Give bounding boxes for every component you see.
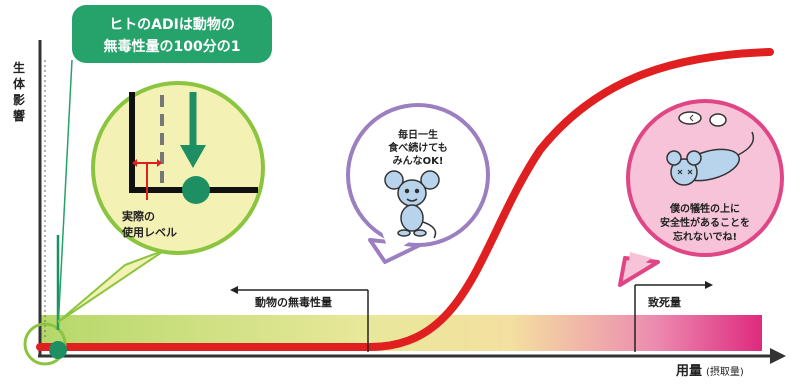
mouse-fainted-icon: [666, 111, 755, 186]
dose-response-curve: [36, 48, 774, 351]
y-axis-label-char-4: 響: [13, 108, 25, 123]
mouse-happy-icon: [384, 170, 440, 239]
noael-arrowhead: [230, 286, 238, 294]
zoom-detail-circle: [91, 81, 265, 255]
zoom-range-left-head: [132, 159, 137, 167]
origin-zoom-circle: [23, 322, 67, 366]
bubble-sacrifice-tail-cover: [628, 252, 652, 275]
adi-callout-line2: 無毒性量の100分の1: [104, 38, 241, 55]
callout-leader-line: [57, 59, 73, 331]
x-axis-sublabel: (摂取量): [706, 365, 744, 378]
lethal-label: 致死量: [648, 295, 681, 309]
zoom-label-line2: 使用レベル: [121, 225, 177, 239]
bubble-ok-tail-cover: [382, 232, 412, 255]
zoom-label-line1: 実際の: [122, 209, 155, 223]
x-axis-arrowhead: [770, 348, 786, 364]
x-axis-label: 用量: [675, 364, 702, 379]
origin-marker: [49, 341, 67, 359]
zoom-down-arrowhead: [180, 145, 206, 168]
lethal-arrowhead: [705, 281, 713, 289]
zoom-range-right-head: [157, 159, 162, 167]
bubble-ok-line2: 食べ続けても: [387, 141, 448, 154]
bubble-sacrifice-line2: 安全性があることを: [660, 216, 750, 229]
bubble-ok-line1: 毎日一生: [398, 128, 438, 141]
adi-callout-line1: ヒトのADIは動物の: [109, 16, 235, 33]
zoom-connector: [57, 249, 166, 323]
bubble-ok-line3: みんなOK!: [393, 155, 444, 167]
bubble-ok: [346, 103, 490, 247]
y-axis-label-char-3: 影: [13, 92, 25, 107]
y-axis-label-char-1: 生: [13, 60, 25, 75]
y-axis-label-char-2: 体: [13, 76, 26, 91]
adi-callout: [72, 5, 272, 63]
noael-label: 動物の無毒性量: [255, 295, 332, 309]
bubble-sacrifice-line1: 僕の犠牲の上に: [669, 202, 740, 215]
bubble-sacrifice-line3: 忘れないでね!: [673, 230, 737, 243]
zoom-marker: [182, 176, 210, 204]
